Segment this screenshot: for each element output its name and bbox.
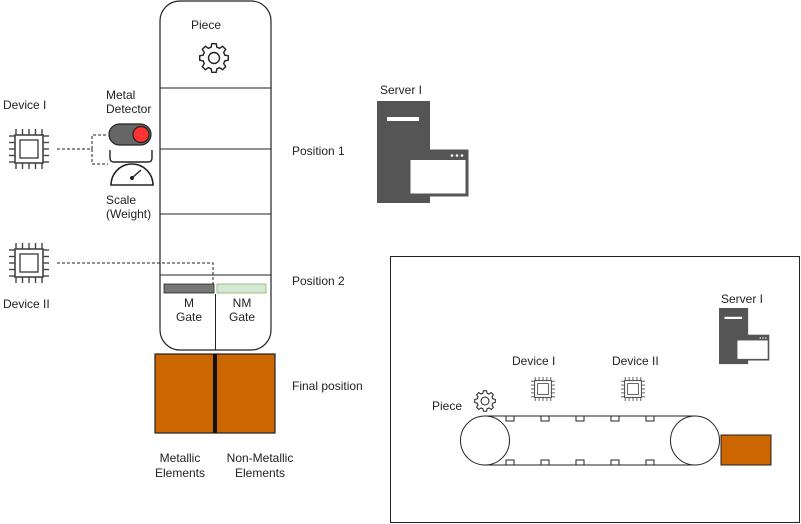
chip-icon: [620, 376, 646, 402]
position-1-label: Position 1: [292, 144, 345, 158]
chip-icon: [8, 242, 50, 284]
nm-gate-label-line2: Gate: [228, 310, 255, 324]
chip-icon: [530, 376, 556, 402]
conveyor-belt: [460, 415, 720, 466]
non-metallic-label-line1: Non-Metallic: [226, 451, 294, 465]
nm-gate-bar: [216, 283, 267, 294]
inset-piece-label: Piece: [432, 399, 463, 413]
metallic-label-line2: Elements: [154, 466, 206, 480]
non-metallic-label-line2: Elements: [234, 466, 286, 480]
scale-label-line2: (Weight): [106, 207, 152, 221]
nm-gate-label-line1: NM: [232, 296, 252, 310]
chip-icon: [8, 128, 50, 170]
server-label: Server I: [380, 83, 423, 97]
output-bin: [720, 434, 772, 466]
m-gate-label-line2: Gate: [175, 310, 202, 324]
metal-detector-icon: [108, 123, 152, 146]
metal-detector-label-line1: Metal: [106, 88, 136, 102]
device-1-label: Device I: [3, 98, 47, 112]
inset-device-1-label: Device I: [512, 354, 556, 368]
inset-device-2-label: Device II: [612, 354, 659, 368]
inset-panel: [390, 256, 800, 523]
m-gate-bar: [163, 283, 215, 294]
scale-icon: [109, 150, 154, 186]
m-gate-label-line1: M: [184, 296, 194, 310]
server-icon: [375, 99, 469, 205]
bin-divider: [213, 354, 217, 433]
metal-detector-label-line2: Detector: [106, 102, 152, 116]
device-2-label: Device II: [3, 297, 50, 311]
scale-label-line1: Scale: [106, 193, 137, 207]
inset-server-label: Server I: [721, 292, 764, 306]
final-position-label: Final position: [292, 379, 363, 393]
metallic-label-line1: Metallic: [159, 451, 201, 465]
piece-label: Piece: [191, 18, 222, 32]
position-2-label: Position 2: [292, 274, 345, 288]
